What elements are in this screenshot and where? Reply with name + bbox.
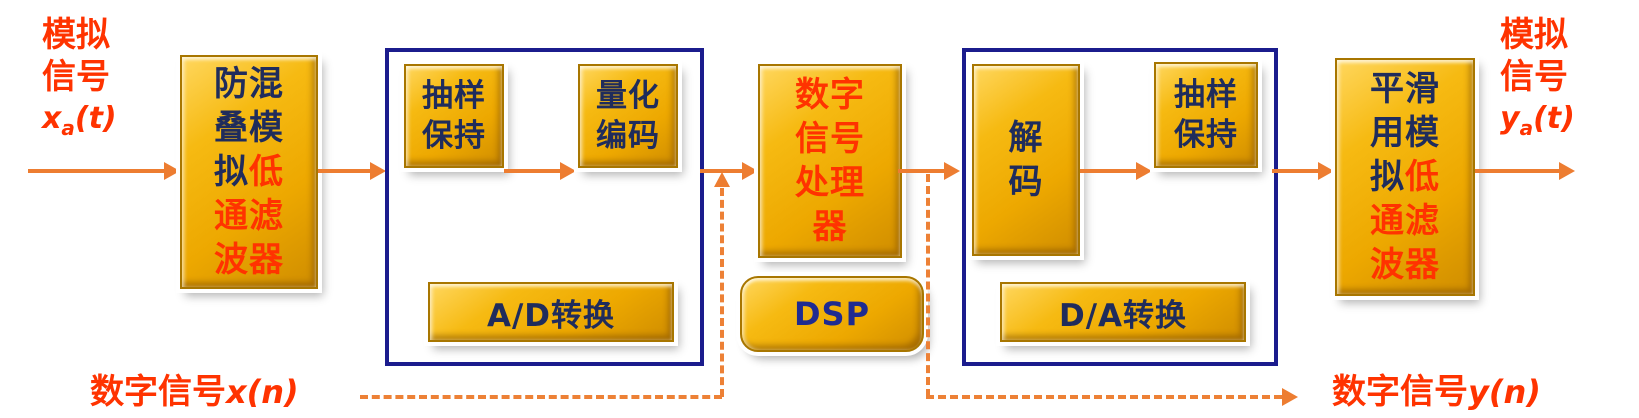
arrow-dec-sh2-head [1136,162,1152,180]
output-signal-line2: 信号 [1500,57,1568,97]
block-anti-alias-filter: 防混叠模拟低通滤波器 [180,55,318,289]
arrow-to-ad-head [370,162,386,180]
block-ad-convert-label: A/D转换 [486,297,616,334]
block-sample-hold-2-label: 抽样保持 [1174,77,1238,153]
block-dsp-tag: DSP [740,276,924,352]
arrow-to-ad-line [318,169,372,173]
block-da-convert: D/A转换 [1000,282,1246,342]
block-sample-hold-2: 抽样保持 [1154,62,1258,168]
input-signal-line2: 信号 [42,57,110,97]
block-dsp-processor: 数字信号处理器 [758,64,902,258]
block-sample-hold-1-label: 抽样保持 [422,78,486,154]
digital-out-formula: y(n) [1468,373,1541,411]
output-signal-line1: 模拟 [1500,15,1568,55]
dashed-xn-arrowhead-up [714,172,730,187]
dashed-yn-arrowhead-right [1282,388,1298,406]
arrow-dsp-da-head [944,162,960,180]
arrow-sh1-qe-line [504,169,560,173]
block-smoothing-filter-label: 平滑用模拟低通滤波器 [1370,69,1440,285]
arrow-input-head [164,162,180,180]
block-smoothing-filter: 平滑用模拟低通滤波器 [1335,58,1475,296]
arrow-dec-sh2-line [1080,169,1136,173]
input-signal-formula: xa(t) [42,101,117,140]
block-decode: 解码 [972,64,1080,256]
arrow-dsp-da-line [898,169,944,173]
digital-out-label: 数字信号y(n) [1332,372,1541,412]
block-dsp-processor-label: 数字信号处理器 [795,75,865,247]
digital-in-formula: x(n) [226,373,299,411]
group-ad-conversion [385,48,704,366]
input-signal-label: 模拟 信号 xa(t) [42,14,117,149]
arrow-output-head [1559,162,1575,180]
digital-in-label: 数字信号x(n) [90,372,299,412]
arrow-output-line [1475,169,1561,173]
arrow-ad-dsp-head [742,162,758,180]
arrow-da-smooth-head [1318,162,1334,180]
dashed-line-xn-horizontal [360,395,722,399]
block-da-convert-label: D/A转换 [1058,297,1188,334]
block-ad-convert: A/D转换 [428,282,674,342]
block-sample-hold-1: 抽样保持 [404,64,504,168]
arrow-da-smooth-line [1272,169,1320,173]
arrow-input-line [28,169,164,173]
block-quantize-encode: 量化编码 [578,64,678,168]
dashed-line-yn-vertical [926,174,930,397]
output-signal-formula: ya(t) [1500,101,1575,140]
block-dsp-tag-label: DSP [793,295,871,333]
block-quantize-encode-label: 量化编码 [596,78,660,154]
output-signal-label: 模拟 信号 ya(t) [1500,14,1575,149]
block-decode-label: 解码 [1008,118,1044,202]
dashed-line-yn-horizontal [926,395,1282,399]
block-anti-alias-filter-label: 防混叠模拟低通滤波器 [214,64,284,280]
arrow-ad-dsp-line [700,169,744,173]
input-signal-line1: 模拟 [42,15,110,55]
dashed-line-xn-vertical [720,188,724,397]
arrow-sh1-qe-head [560,162,576,180]
group-da-conversion [962,48,1278,366]
